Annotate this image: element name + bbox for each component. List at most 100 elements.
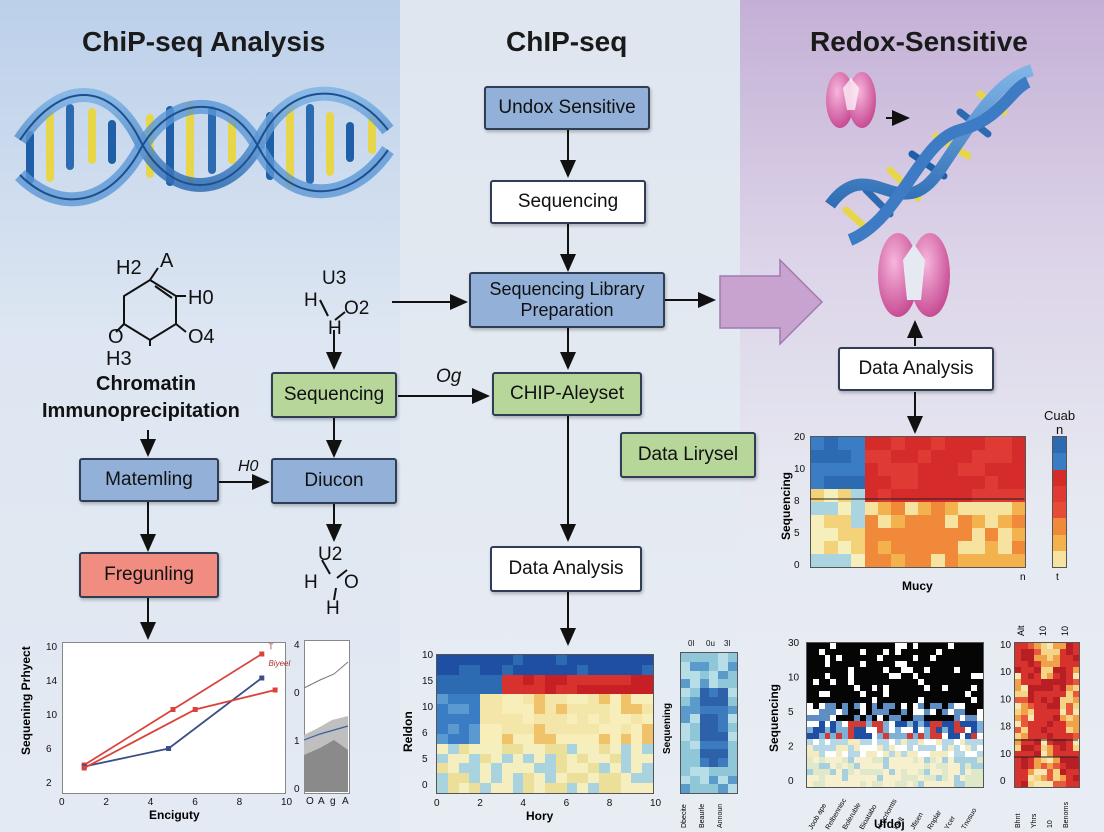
heat-cell bbox=[851, 476, 865, 489]
heat-cell bbox=[924, 763, 931, 769]
heat-cell bbox=[877, 502, 892, 515]
heat-cell bbox=[512, 773, 524, 784]
heat-cell bbox=[889, 661, 895, 667]
heat-cell bbox=[965, 763, 972, 769]
heat-cell bbox=[900, 715, 907, 721]
heat-cell bbox=[807, 691, 813, 697]
heat-cell bbox=[895, 721, 901, 727]
heat-cell bbox=[631, 723, 643, 734]
heat-cell bbox=[900, 733, 907, 739]
heat-cell bbox=[458, 655, 470, 665]
heat-cell bbox=[1011, 515, 1025, 528]
heat-cell bbox=[836, 721, 843, 727]
heat-cell bbox=[918, 528, 932, 541]
heat-cell bbox=[708, 705, 719, 715]
heat-cell bbox=[883, 703, 890, 709]
heat-cell bbox=[588, 783, 599, 793]
heat-cell bbox=[812, 727, 819, 733]
heat-cell bbox=[1040, 673, 1047, 679]
heat-cell bbox=[971, 649, 978, 655]
heat-cell bbox=[977, 733, 983, 739]
heat-cell bbox=[836, 685, 843, 691]
heat-cell bbox=[836, 703, 843, 709]
heat-cell bbox=[534, 694, 545, 705]
heat-cell bbox=[918, 751, 925, 757]
heat-cell bbox=[912, 643, 919, 649]
heat-cell bbox=[924, 757, 931, 763]
heat-cell bbox=[947, 751, 954, 757]
heat3-y-tick: 5 bbox=[422, 754, 428, 765]
heat-cell bbox=[690, 775, 700, 785]
right-heatmap-legend bbox=[1052, 436, 1067, 568]
heat-cell bbox=[534, 783, 545, 793]
heat-cell bbox=[830, 775, 837, 781]
heat7-x-tick: 10 bbox=[1047, 820, 1054, 828]
heat-cell bbox=[824, 751, 831, 757]
heat-cell bbox=[807, 703, 813, 709]
left-header: ChiP-seq Analysis bbox=[82, 26, 326, 57]
line-x-tick: 8 bbox=[237, 797, 243, 808]
heat-cell bbox=[699, 688, 709, 697]
heat-cell bbox=[912, 757, 919, 763]
heat-cell bbox=[941, 673, 948, 679]
heat-cell bbox=[1059, 667, 1067, 673]
legend-cell bbox=[1053, 437, 1066, 454]
water-bottom-h2: H bbox=[326, 598, 340, 619]
heat-cell bbox=[918, 781, 925, 787]
heat-cell bbox=[1040, 667, 1047, 673]
heat-cell bbox=[842, 691, 849, 697]
heat-cell bbox=[609, 753, 621, 764]
heat-cell bbox=[918, 476, 932, 489]
heat-cell bbox=[718, 784, 728, 793]
heat-cell bbox=[931, 437, 945, 450]
heat-cell bbox=[924, 673, 931, 679]
heat-cell bbox=[912, 781, 919, 787]
heat6-y-tick: 10 bbox=[788, 673, 800, 684]
heat-cell bbox=[853, 727, 860, 733]
heat-cell bbox=[1021, 757, 1028, 763]
heat-cell bbox=[491, 674, 502, 685]
heat-cell bbox=[900, 691, 907, 697]
heat-cell bbox=[1034, 775, 1041, 781]
heat-cell bbox=[842, 685, 849, 691]
heat-cell bbox=[848, 649, 854, 655]
heat-cell bbox=[965, 751, 972, 757]
heat-cell bbox=[1072, 745, 1079, 751]
heat-cell bbox=[891, 541, 905, 554]
heat-cell bbox=[577, 783, 589, 793]
heat-cell bbox=[853, 661, 860, 667]
legend-cell bbox=[1053, 453, 1066, 470]
mol-h3: H3 bbox=[106, 348, 132, 370]
heat-cell bbox=[977, 751, 983, 757]
heat-cell bbox=[699, 784, 709, 793]
heat-cell bbox=[906, 655, 913, 661]
heat-cell bbox=[918, 463, 932, 476]
heat-cell bbox=[895, 715, 901, 721]
heat-cell bbox=[491, 655, 502, 665]
heat-cell bbox=[848, 739, 854, 745]
heat-cell bbox=[965, 661, 972, 667]
heat-cell bbox=[469, 753, 481, 764]
heat4-top-tick: 0u bbox=[706, 639, 715, 648]
sequencing-green-box: Sequencing bbox=[271, 372, 397, 418]
heat-cell bbox=[1047, 769, 1054, 775]
heat-cell bbox=[1053, 751, 1060, 757]
heat-cell bbox=[947, 667, 954, 673]
heat-cell bbox=[690, 723, 700, 732]
line-point bbox=[170, 707, 176, 712]
heat-cell bbox=[588, 723, 599, 734]
heat-cell bbox=[501, 763, 513, 774]
heat-cell bbox=[812, 697, 819, 703]
heat-cell bbox=[1053, 643, 1060, 649]
heat-cell bbox=[998, 437, 1012, 450]
heat-cell bbox=[491, 753, 502, 764]
heat-cell bbox=[971, 450, 985, 463]
heat-cell bbox=[889, 739, 895, 745]
heat-cell bbox=[609, 664, 621, 675]
heat-cell bbox=[501, 753, 513, 764]
heat-cell bbox=[807, 721, 813, 727]
heat-cell bbox=[818, 709, 825, 715]
heat-cell bbox=[523, 694, 535, 705]
heat-cell bbox=[853, 697, 860, 703]
